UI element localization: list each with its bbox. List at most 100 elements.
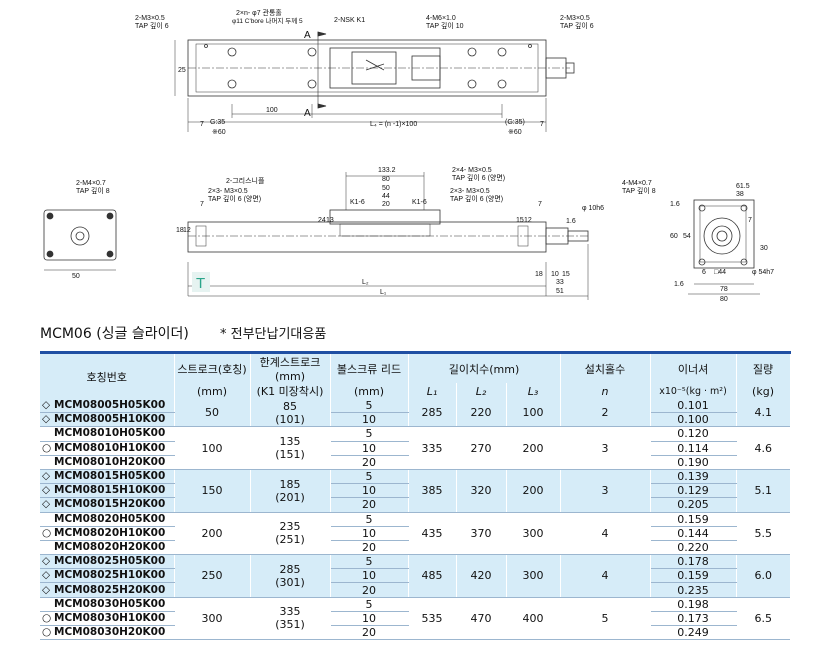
side-k1-right: K1-6 <box>412 199 427 206</box>
l1-cell: 335 <box>408 426 457 470</box>
section-heading: MCM06 (싱글 슬라이더) * 전부단납기대응품 <box>40 323 326 343</box>
lead-cell: 5 <box>330 426 409 442</box>
stroke-cell: 50 <box>174 399 251 428</box>
subheader-inertia-unit: x10⁻⁵(kg · m²) <box>650 383 737 399</box>
model-mark: ◇ <box>42 399 51 412</box>
top-dim-25: 25 <box>178 67 186 74</box>
l2-cell: 220 <box>456 399 507 428</box>
side-dim-33: 33 <box>556 279 564 286</box>
model-number: MCM08005H05K00 <box>54 399 166 412</box>
model-mark: ◇ <box>42 498 51 511</box>
limit-stroke-k1-value: (151) <box>275 448 305 462</box>
side-view <box>187 172 590 300</box>
side-dim-133: 133.2 <box>378 167 396 174</box>
end-dim-615: 61.5 <box>736 183 750 190</box>
top-dim-7-left: 7 <box>200 121 204 128</box>
m6-label: 4-M6×1.0 <box>426 15 456 22</box>
l3-cell: 200 <box>506 426 561 470</box>
model-number: MCM08020H10K00 <box>54 526 166 539</box>
top-dim-l4: L₄ = (n -1)×100 <box>370 121 417 128</box>
inertia-cell: 0.120 <box>650 426 737 442</box>
model-number: MCM08010H10K00 <box>54 441 166 454</box>
side-dim-12: 12 <box>183 227 191 234</box>
model-mark: ○ <box>42 526 52 539</box>
top-m3-right-label: 2-M3×0.5 <box>560 15 590 22</box>
model-cell: ○MCM08010H10K00 <box>40 441 175 456</box>
limit-stroke-k1-value: (251) <box>275 533 305 547</box>
subheader-mass-unit: (kg) <box>736 383 791 399</box>
l2-cell: 320 <box>456 469 507 513</box>
side-dim-20: 20 <box>382 201 390 208</box>
inertia-cell: 0.178 <box>650 554 737 570</box>
l3-cell: 200 <box>506 469 561 513</box>
lead-cell: 20 <box>330 455 409 470</box>
l1-cell: 285 <box>408 399 457 428</box>
l1-cell: 385 <box>408 469 457 513</box>
inertia-cell: 0.159 <box>650 568 737 584</box>
end-dim-30: 30 <box>760 245 768 252</box>
side-dim-18b: 18 <box>535 271 543 278</box>
end-m4-label: 4-M4×0.7 <box>622 180 652 187</box>
model-cell: ◇MCM08025H05K00 <box>40 554 175 570</box>
subheader-n: n <box>560 383 651 399</box>
mass-cell: 6.5 <box>736 597 791 641</box>
stroke-cell: 300 <box>174 597 251 641</box>
top-tap-right-label: TAP 깊이 6 <box>560 21 594 30</box>
end-dim-54h7: φ 54h7 <box>752 269 774 276</box>
limit-stroke-k1-value: (301) <box>275 575 305 589</box>
header-lead: 볼스크류 리드 <box>330 351 409 383</box>
limit-stroke-value: 235 <box>279 520 301 534</box>
left-end-view <box>43 209 117 271</box>
top-dim-g35-left: G:35 <box>210 119 225 126</box>
side-dim-16: 1.6 <box>566 218 576 225</box>
lead-cell: 10 <box>330 526 409 541</box>
side-dim-80: 80 <box>382 176 390 183</box>
model-cell: ○MCM08030H20K00 <box>40 625 175 641</box>
table-subheader-row: (mm) (K1 미장착시) (mm) L₁ L₂ L₃ n x10⁻⁵(kg … <box>40 383 791 399</box>
end-dim-16a: 1.6 <box>670 201 680 208</box>
header-mass: 질량 <box>736 351 791 383</box>
side-dim-10h6: φ 10h6 <box>582 205 604 212</box>
top-m3-left-label: 2-M3×0.5 <box>135 15 165 22</box>
inertia-cell: 0.114 <box>650 441 737 456</box>
inertia-cell: 0.159 <box>650 512 737 527</box>
inertia-cell: 0.173 <box>650 611 737 627</box>
holes-cell: 5 <box>560 597 651 641</box>
nsk-label: 2-NSK K1 <box>334 17 365 24</box>
end-dim-7: 7 <box>748 217 752 224</box>
limit-stroke-cell: 235(251) <box>250 512 331 556</box>
l3-cell: 100 <box>506 399 561 428</box>
inertia-cell: 0.100 <box>650 412 737 428</box>
end-tap8-label: TAP 깊이 8 <box>622 186 656 195</box>
lead-cell: 20 <box>330 625 409 641</box>
lead-cell: 10 <box>330 483 409 499</box>
tap10-label: TAP 깊이 10 <box>426 21 464 30</box>
lead-cell: 5 <box>330 469 409 485</box>
section-title: MCM06 (싱글 슬라이더) <box>40 326 189 342</box>
mass-cell: 4.6 <box>736 426 791 470</box>
m3-b-label: 2×4- M3×0.5 <box>452 167 492 174</box>
model-number: MCM08025H20K00 <box>54 583 166 596</box>
side-m4-left-label: 2-M4×0.7 <box>76 180 106 187</box>
technical-drawings: 2-M3×0.5 TAP 깊이 6 2×n- φ7 관통홀 φ11 C'bore… <box>0 0 840 318</box>
side-dim-12b: 12 <box>524 217 532 224</box>
holes-cell: 3 <box>560 426 651 470</box>
header-limit-stroke: 한계스트로크(mm) <box>250 351 331 383</box>
inertia-cell: 0.144 <box>650 526 737 541</box>
top-dim-60-right: ※60 <box>508 129 522 136</box>
side-dim-l1: L₁ <box>380 289 387 296</box>
inertia-cell: 0.101 <box>650 399 737 414</box>
left-end-dim-50: 50 <box>72 273 80 280</box>
drawing-canvas: 2-M3×0.5 TAP 깊이 6 2×n- φ7 관통홀 φ11 C'bore… <box>43 8 774 303</box>
side-dim-10: 10 <box>551 271 559 278</box>
model-mark: ◇ <box>42 413 51 426</box>
grease-label: 2-그리스니플 <box>226 176 265 185</box>
